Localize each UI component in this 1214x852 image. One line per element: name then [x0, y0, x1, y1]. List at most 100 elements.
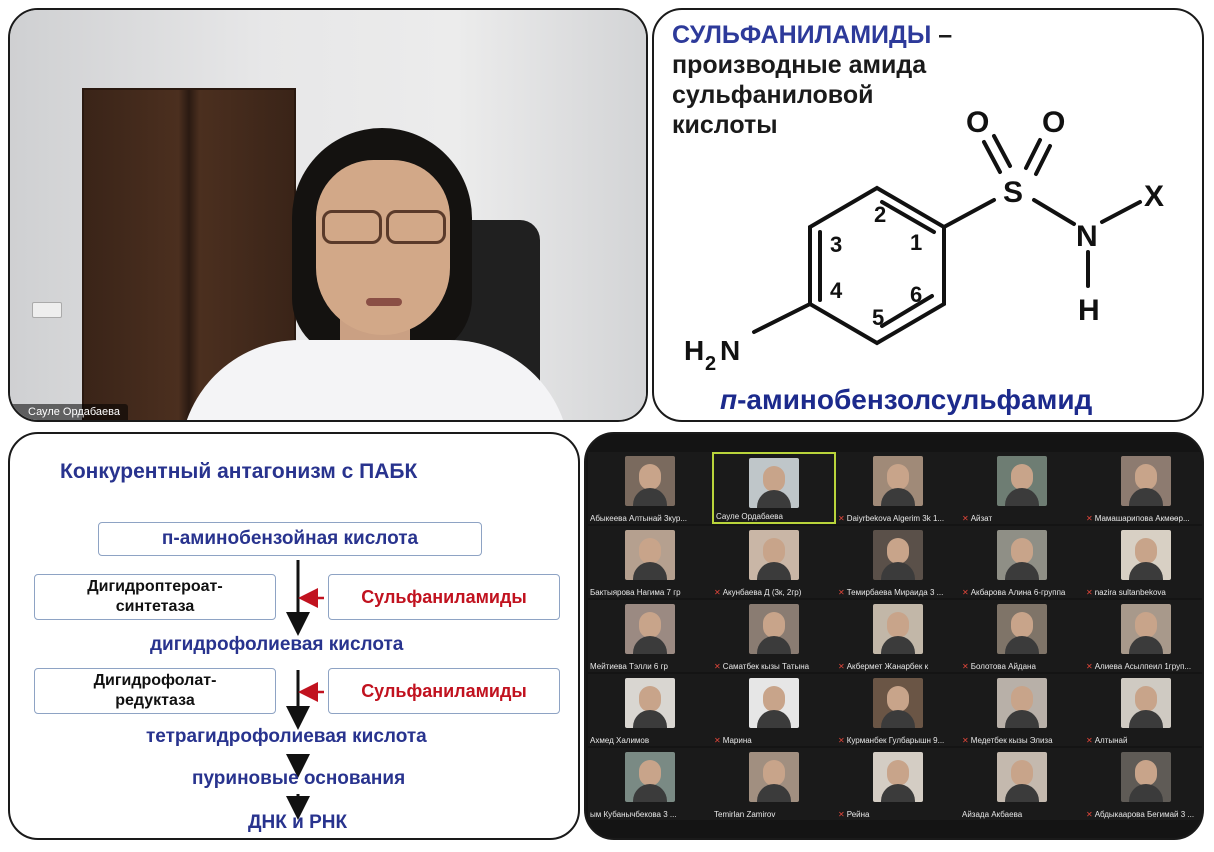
slide-title: СУЛЬФАНИЛАМИДЫ – — [672, 20, 952, 50]
enzyme-2: Дигидрофолат-редуктаза — [93, 672, 217, 709]
participant-tile[interactable]: ✕Мамашарипова Акмөөр... — [1084, 452, 1202, 524]
participant-tile[interactable]: ✕Алтынай — [1084, 674, 1202, 746]
participant-tile[interactable]: ✕Рейна — [836, 748, 960, 820]
participant-tile[interactable]: ✕Курманбек Гулбарышн 9... — [836, 674, 960, 746]
inhibitor-1: Сульфаниламиды — [361, 586, 527, 607]
participant-video — [625, 530, 675, 580]
enzyme-1: Дигидроптероат-синтетаза — [87, 578, 223, 615]
participant-grid: Абыкеева Алтынай 3кур...Сауле Ордабаева✕… — [586, 452, 1202, 824]
subtitle-line-1: производные амида — [672, 51, 927, 79]
participant-video — [749, 604, 799, 654]
participant-video — [625, 678, 675, 728]
participant-video — [873, 752, 923, 802]
step-paba: п-аминобензойная кислота — [161, 528, 419, 549]
participant-tile[interactable]: Ахмед Халимов — [588, 674, 712, 746]
participant-tile[interactable]: ✕Акбарова Алина 6-группа — [960, 526, 1084, 598]
participant-tile[interactable]: ✕Акбермет Жанарбек к — [836, 600, 960, 672]
participant-tile[interactable]: ✕Абдыкаарова Бегимай 3 ... — [1084, 748, 1202, 820]
atom-s: S — [1003, 176, 1023, 209]
participant-tile[interactable]: ✕Темирбаева Мираида 3 ... — [836, 526, 960, 598]
participant-label: ✕Алиева Асылпеил 1груп... — [1086, 662, 1202, 671]
participant-video — [749, 530, 799, 580]
enzyme-1-box: Дигидроптероат-синтетаза — [34, 574, 276, 620]
participant-name: Temirlan Zamirov — [714, 810, 776, 819]
title-dash: – — [931, 21, 953, 49]
mic-muted-icon: ✕ — [714, 662, 721, 671]
participant-tile[interactable]: ✕Болотова Айдана — [960, 600, 1084, 672]
participant-name: Алиева Асылпеил 1груп... — [1094, 662, 1192, 671]
mic-muted-icon: ✕ — [1086, 514, 1093, 523]
participant-name: Марина — [722, 736, 752, 745]
inhibitor-1-box: Сульфаниламиды — [328, 574, 560, 620]
participant-tile[interactable]: Абыкеева Алтынай 3кур... — [588, 452, 712, 524]
participant-label: ✕Акбермет Жанарбек к — [838, 662, 958, 671]
participant-label: ✕Рейна — [838, 810, 958, 819]
participant-video — [749, 752, 799, 802]
flow-arrows — [286, 560, 324, 820]
position-5: 5 — [872, 305, 884, 330]
step-dihydrofolic: дигидрофолиевая кислота — [150, 634, 404, 655]
participant-label: ✕nazira sultanbekova — [1086, 588, 1202, 597]
participant-label: ✕Курманбек Гулбарышн 9... — [838, 736, 958, 745]
participant-video — [625, 604, 675, 654]
participant-video — [1121, 752, 1171, 802]
participant-tile[interactable]: Temirlan Zamirov — [712, 748, 836, 820]
mic-muted-icon: ✕ — [714, 588, 721, 597]
participant-tile[interactable]: ым Кубанычбекова 3 ... — [588, 748, 712, 820]
participant-label: Айзада Акбаева — [962, 810, 1082, 819]
participant-label: Temirlan Zamirov — [714, 810, 834, 819]
participant-name: Бактыярова Нагима 7 гр — [590, 588, 681, 597]
position-2: 2 — [874, 202, 886, 227]
participant-video — [749, 678, 799, 728]
atom-o1: O — [966, 106, 989, 139]
mic-muted-icon: ✕ — [962, 514, 969, 523]
inhibitor-2-box: Сульфаниламиды — [328, 668, 560, 714]
participant-video — [749, 458, 799, 508]
participant-tile[interactable]: Мейтиева Тэлли 6 гр — [588, 600, 712, 672]
participant-tile[interactable]: ✕Марина — [712, 674, 836, 746]
participant-name: Мейтиева Тэлли 6 гр — [590, 662, 668, 671]
participant-video — [873, 678, 923, 728]
benzene-ring — [752, 134, 1142, 346]
participant-label: ✕Темирбаева Мираида 3 ... — [838, 588, 958, 597]
participant-video — [1121, 604, 1171, 654]
participant-tile[interactable]: ✕Daiyrbekova Algerim 3k 1... — [836, 452, 960, 524]
participant-tile[interactable]: ✕Айзат — [960, 452, 1084, 524]
compound-name: п-аминобензолсульфамид — [720, 384, 1092, 416]
participant-label: ✕Мамашарипова Акмөөр... — [1086, 514, 1202, 523]
step-dna-rna: ДНК и РНК — [248, 812, 348, 833]
participant-name: Болотова Айдана — [970, 662, 1036, 671]
participant-name: Курманбек Гулбарышн 9... — [846, 736, 945, 745]
subtitle-line-2: сульфаниловой — [672, 81, 874, 109]
participant-label: ✕Алтынай — [1086, 736, 1202, 745]
participant-name: Мамашарипова Акмөөр... — [1094, 514, 1190, 523]
participant-name: Акунбаева Д (3к, 2гр) — [722, 588, 802, 597]
participant-tile[interactable]: ✕nazira sultanbekova — [1084, 526, 1202, 598]
participant-label: Ахмед Халимов — [590, 736, 710, 745]
participant-tile[interactable]: Айзада Акбаева — [960, 748, 1084, 820]
participant-tile[interactable]: ✕Саматбек кызы Татына — [712, 600, 836, 672]
amine-h: H — [684, 335, 704, 366]
step-tetrahydrofolic: тетрагидрофолиевая кислота — [146, 726, 427, 747]
subtitle-line-3: кислоты — [672, 111, 778, 139]
participants-gallery: Абыкеева Алтынай 3кур...Сауле Ордабаева✕… — [584, 432, 1204, 840]
participant-label: ✕Акбарова Алина 6-группа — [962, 588, 1082, 597]
speaker-body — [180, 340, 570, 420]
participant-name: Акбермет Жанарбек к — [846, 662, 929, 671]
participant-tile[interactable]: Бактыярова Нагима 7 гр — [588, 526, 712, 598]
participant-tile[interactable]: ✕Алиева Асылпеил 1груп... — [1084, 600, 1202, 672]
position-6: 6 — [910, 282, 922, 307]
speaker-video[interactable]: Сауле Ордабаева — [8, 8, 648, 422]
participant-tile[interactable]: Сауле Ордабаева — [712, 452, 836, 524]
participant-tile[interactable]: ✕Медетбек кызы Элиза — [960, 674, 1084, 746]
participant-tile[interactable]: ✕Акунбаева Д (3к, 2гр) — [712, 526, 836, 598]
position-1: 1 — [910, 230, 922, 255]
participant-name: Абдыкаарова Бегимай 3 ... — [1094, 810, 1195, 819]
participant-name: Абыкеева Алтынай 3кур... — [590, 514, 688, 523]
participant-label: ✕Марина — [714, 736, 834, 745]
participant-video — [997, 752, 1047, 802]
participant-video — [997, 530, 1047, 580]
participant-label: Мейтиева Тэлли 6 гр — [590, 662, 710, 671]
mic-muted-icon: ✕ — [838, 810, 845, 819]
participant-label: ✕Акунбаева Д (3к, 2гр) — [714, 588, 834, 597]
